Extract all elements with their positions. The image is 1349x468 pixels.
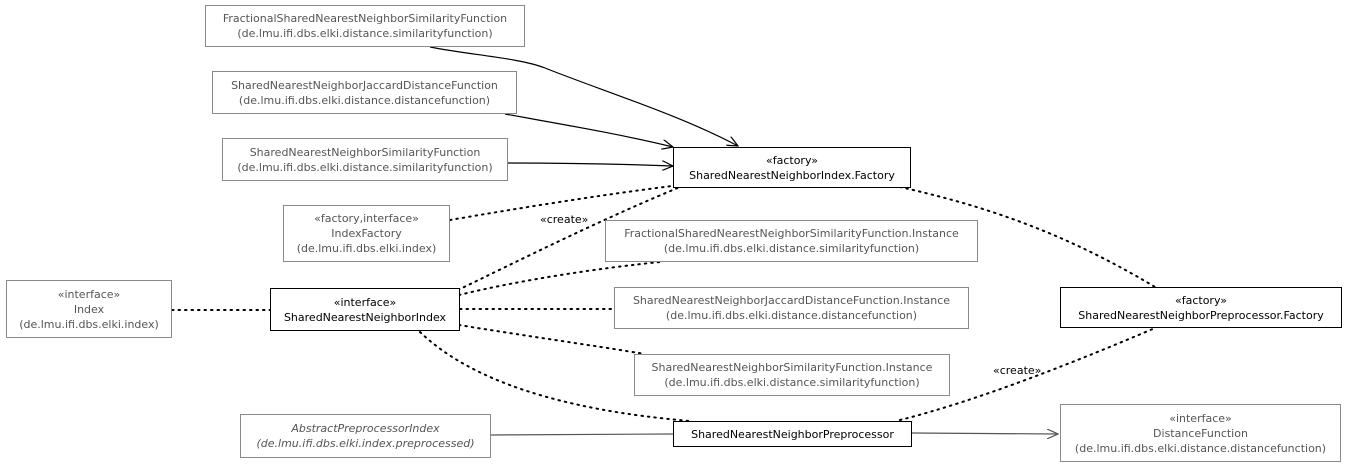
stereotype: «factory» [1174,293,1227,307]
class-name: IndexFactory [331,227,402,240]
package-name: (de.lmu.ifi.dbs.elki.distance.similarity… [237,160,493,174]
stereotype: «interface» [333,295,397,309]
class-name: SharedNearestNeighborIndex [283,310,447,324]
stereotype: «interface» [1169,411,1232,425]
node-fractional-snn-similarity-function-instance: FractionalSharedNearestNeighborSimilarit… [605,220,978,262]
class-name: SharedNearestNeighborSimilarityFunction.… [651,361,933,374]
node-index-factory: «factory,interface» IndexFactory (de.lmu… [283,205,450,262]
class-name: SharedNearestNeighborPreprocessor [691,427,894,441]
stereotype: «factory» [765,153,818,167]
edge-frac-sim-fn-to-index-factory [429,46,738,146]
package-name: (de.lmu.ifi.dbs.elki.distance.distancefu… [665,309,918,322]
stereotype: «interface» [57,287,121,301]
node-snn-jaccard-distance-function: SharedNearestNeighborJaccardDistanceFunc… [212,71,517,114]
package-name: (de.lmu.ifi.dbs.elki.distance.distancefu… [238,93,491,107]
node-snn-jaccard-distance-function-instance: SharedNearestNeighborJaccardDistanceFunc… [614,287,969,329]
node-snn-index: «interface» SharedNearestNeighborIndex [270,288,460,331]
edge-snn-index-to-sim-instance [458,324,646,355]
class-name: AbstractPreprocessorIndex [291,422,440,435]
package-name: (de.lmu.ifi.dbs.elki.distance.distancefu… [1074,441,1327,455]
node-index: «interface» Index (de.lmu.ifi.dbs.elki.i… [6,280,172,338]
edge-index-factory-dependency [449,185,673,221]
edge-snn-index-to-preprocessor [419,331,691,422]
edge-index-factory-to-preprocessor-factory [899,186,1156,288]
class-name: Index [73,302,105,316]
package-name: (de.lmu.ifi.dbs.elki.distance.similarity… [237,27,493,40]
stereotype: «factory,interface» [314,212,419,225]
class-name: SharedNearestNeighborJaccardDistanceFunc… [231,78,498,92]
edge-create-preprocessor [899,327,1156,421]
class-name: SharedNearestNeighborIndex.Factory [689,168,895,182]
edge-abstract-to-preprocessor [490,433,674,436]
package-name: (de.lmu.ifi.dbs.elki.distance.similarity… [663,242,920,255]
edge-label-create-index: «create» [540,213,589,226]
node-snn-index-factory: «factory» SharedNearestNeighborIndex.Fac… [673,147,911,188]
node-abstract-preprocessor-index: AbstractPreprocessorIndex (de.lmu.ifi.db… [240,414,491,458]
edge-preprocessor-to-distance-function [911,433,1058,434]
node-fractional-snn-similarity-function: FractionalSharedNearestNeighborSimilarit… [205,5,525,47]
class-name: FractionalSharedNearestNeighborSimilarit… [222,12,508,25]
class-name: SharedNearestNeighborPreprocessor.Factor… [1078,308,1324,322]
class-name: SharedNearestNeighborJaccardDistanceFunc… [632,294,951,307]
package-name: (de.lmu.ifi.dbs.elki.distance.similarity… [664,376,920,389]
package-name: (de.lmu.ifi.dbs.elki.index) [19,317,159,331]
node-distance-function: «interface» DistanceFunction (de.lmu.ifi… [1060,404,1341,462]
edge-sim-fn-to-index-factory [507,163,673,166]
edge-create-index [457,186,681,291]
node-snn-preprocessor-factory: «factory» SharedNearestNeighborPreproces… [1060,287,1342,328]
node-snn-similarity-function-instance: SharedNearestNeighborSimilarityFunction.… [634,354,950,396]
class-name: FractionalSharedNearestNeighborSimilarit… [624,227,959,240]
class-name: DistanceFunction [1153,426,1248,440]
package-name: (de.lmu.ifi.dbs.elki.index) [296,242,437,255]
edge-jaccard-fn-to-index-factory [504,113,673,147]
edge-label-create-preprocessor: «create» [993,364,1042,377]
node-snn-preprocessor: SharedNearestNeighborPreprocessor [673,421,912,447]
package-name: (de.lmu.ifi.dbs.elki.index.preprocessed) [256,437,475,450]
node-snn-similarity-function: SharedNearestNeighborSimilarityFunction … [222,138,508,181]
class-name: SharedNearestNeighborSimilarityFunction [249,145,481,159]
